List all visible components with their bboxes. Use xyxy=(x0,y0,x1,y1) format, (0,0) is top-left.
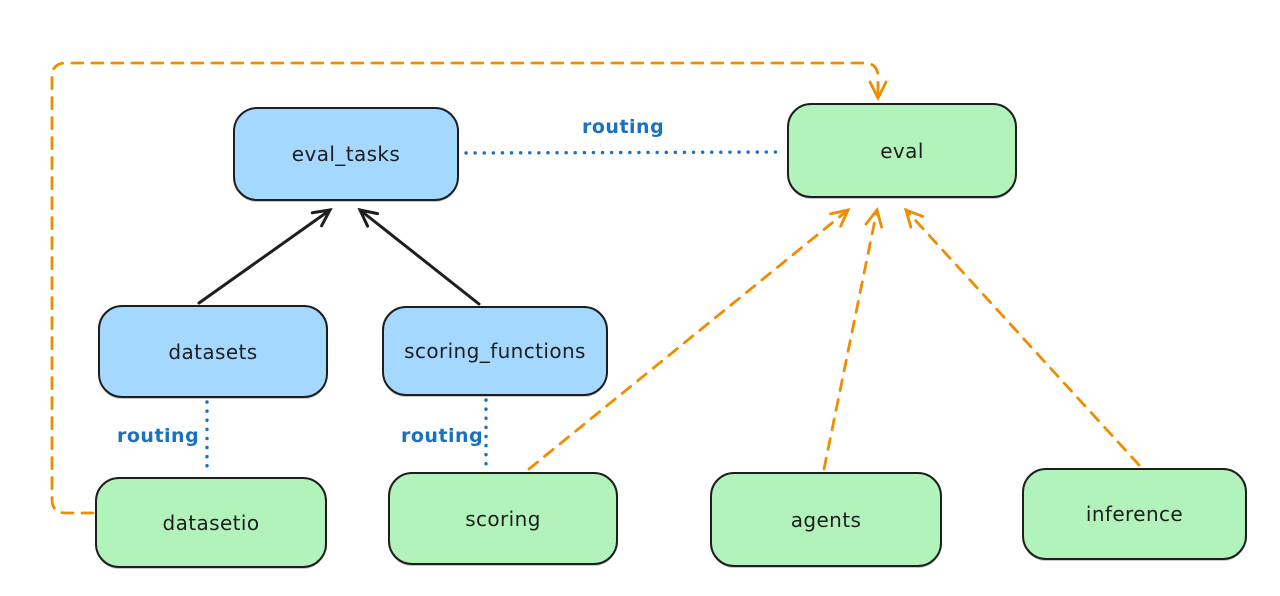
node-datasets-label: datasets xyxy=(168,339,258,364)
edge-scoring-functions-to-eval-tasks xyxy=(360,210,481,306)
node-agents-label: agents xyxy=(790,507,862,532)
node-datasetio: datasetio xyxy=(95,477,327,568)
node-eval-tasks-label: eval_tasks xyxy=(291,142,401,166)
edge-scoring-to-eval xyxy=(527,210,848,471)
routing-label-datasets-datasetio: routing xyxy=(117,425,200,447)
edge-datasets-to-eval-tasks xyxy=(197,210,330,305)
node-scoring-functions: scoring_functions xyxy=(382,306,608,396)
routing-label-eval-tasks-eval: routing xyxy=(582,116,665,138)
routing-label-scoring-functions-scoring: routing xyxy=(401,425,484,447)
node-scoring-functions-label: scoring_functions xyxy=(404,339,586,363)
edge-datasetio-to-eval xyxy=(50,61,878,515)
node-eval-tasks: eval_tasks xyxy=(233,107,459,201)
node-inference-label: inference xyxy=(1085,502,1184,526)
edge-inference-to-eval xyxy=(906,210,1141,467)
node-eval: eval xyxy=(787,103,1017,198)
edge-routing-eval-tasks-eval xyxy=(464,150,784,155)
node-datasets: datasets xyxy=(98,305,328,398)
node-inference: inference xyxy=(1022,468,1247,560)
node-scoring: scoring xyxy=(388,472,618,565)
node-agents: agents xyxy=(710,472,942,567)
edge-agents-to-eval xyxy=(822,210,877,471)
node-eval-label: eval xyxy=(880,138,924,163)
node-datasetio-label: datasetio xyxy=(162,510,260,535)
node-scoring-label: scoring xyxy=(465,506,541,531)
